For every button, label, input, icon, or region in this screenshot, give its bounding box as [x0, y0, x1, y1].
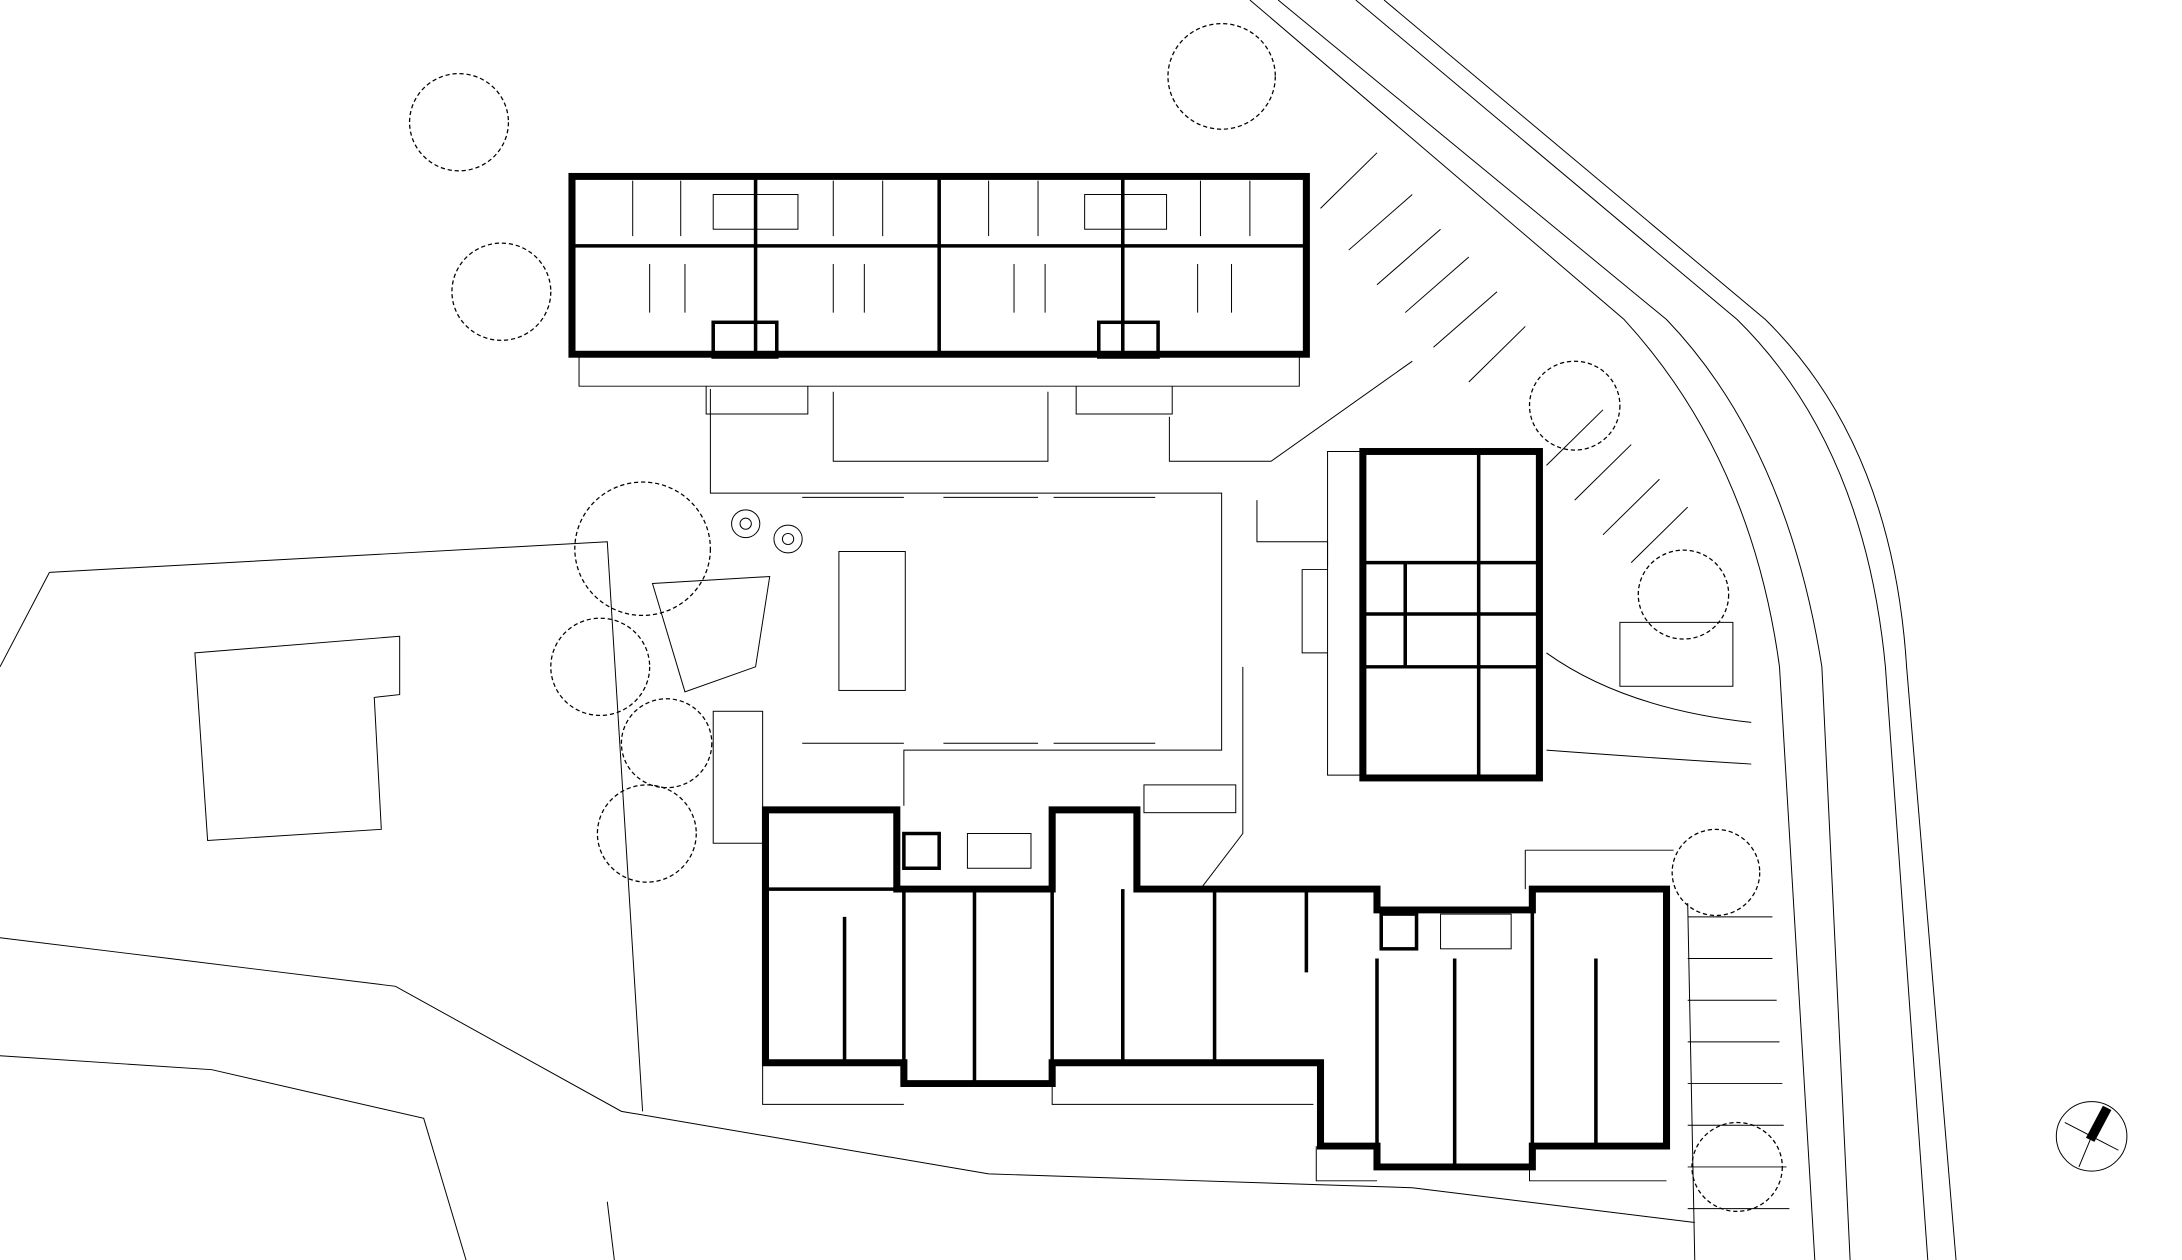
existing-building — [194, 635, 401, 841]
building-east — [1301, 448, 1543, 782]
road-lines — [0, 0, 1957, 1260]
building-north — [568, 172, 1310, 415]
building-south — [761, 784, 1671, 1182]
trees — [408, 22, 1783, 1213]
north-arrow-icon — [2055, 1101, 2128, 1172]
parking-stalls — [1320, 152, 1790, 1260]
